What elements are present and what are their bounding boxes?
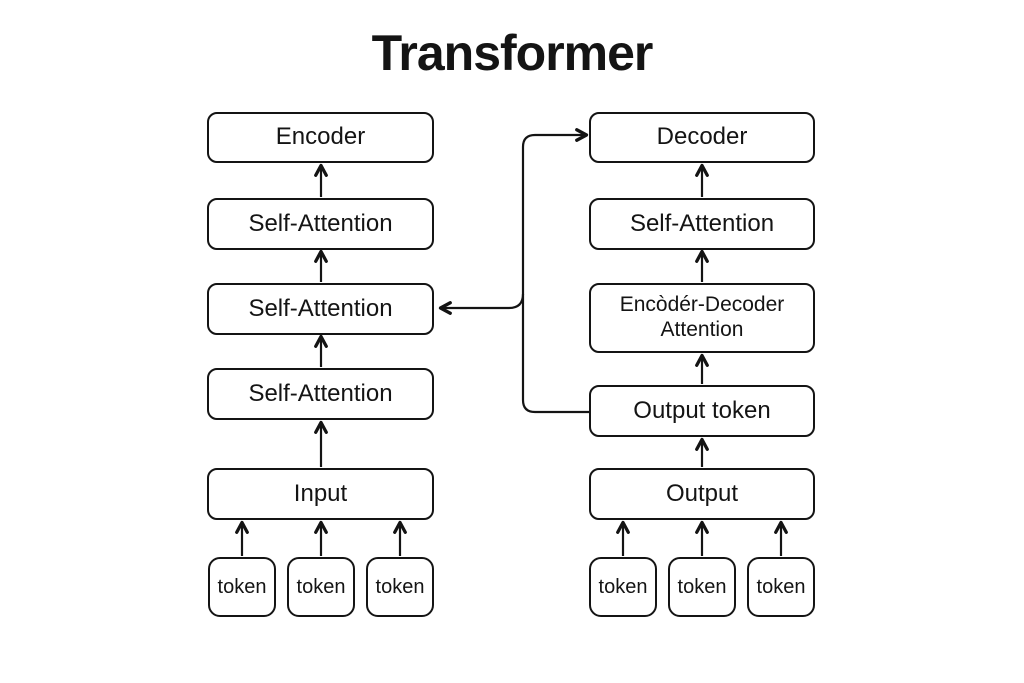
- connector-branch-to-encoder-selfattn: [438, 293, 525, 315]
- node-encoder: Encoder: [207, 112, 434, 163]
- node-encoder-self-attention-2: Self-Attention: [207, 283, 434, 335]
- node-input: Input: [207, 468, 434, 520]
- diagram-title: Transformer: [371, 25, 654, 81]
- node-output-token: Output token: [589, 385, 815, 437]
- node-encoder-decoder-attention: Encòdér-Decoder Attention: [589, 283, 815, 353]
- node-encoder-self-attention-3: Self-Attention: [207, 368, 434, 420]
- input-token-3: token: [366, 557, 434, 617]
- connector-outputtoken-to-decoder: [521, 128, 589, 414]
- output-token-2: token: [668, 557, 736, 617]
- node-decoder: Decoder: [589, 112, 815, 163]
- input-token-1: token: [208, 557, 276, 617]
- output-token-1: token: [589, 557, 657, 617]
- input-token-2: token: [287, 557, 355, 617]
- node-encoder-self-attention-1: Self-Attention: [207, 198, 434, 250]
- node-decoder-self-attention: Self-Attention: [589, 198, 815, 250]
- node-output: Output: [589, 468, 815, 520]
- output-token-3: token: [747, 557, 815, 617]
